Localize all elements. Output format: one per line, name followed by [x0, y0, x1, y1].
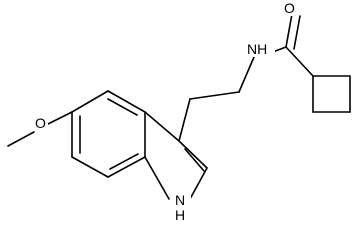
oxygen-methoxy-label: O: [35, 115, 46, 131]
bond-carbonyl-1: [285, 13, 293, 48]
bond-benzene-6: [71, 90, 109, 113]
bond-pyrrole-1: [144, 111, 180, 142]
bond-chain-2: [189, 91, 240, 100]
indole-nitrogen-label: N: [175, 192, 185, 208]
bond-benzene-2: [71, 156, 109, 178]
oxygen-methoxy-label-background: [34, 113, 48, 131]
oxygen-carbonyl-label: O: [284, 0, 295, 16]
bond-pyrrole-4: [144, 156, 170, 200]
bond-benzene-inner-3: [107, 98, 138, 116]
molecule-diagram: O O NH N H: [7, 0, 351, 224]
bond-pyrrole-3: [189, 167, 208, 200]
amide-nitrogen-label-background: [245, 38, 275, 57]
bond-amide-to-cyclobutane: [285, 46, 314, 77]
bond-methyl-oxygen: [7, 131, 35, 147]
indole-hydrogen-label: H: [175, 207, 185, 223]
bond-carbonyl-2: [293, 15, 301, 50]
bond-pyrrole-inner: [184, 148, 205, 172]
bond-chain-3: [238, 56, 255, 93]
bond-oxygen-ring: [47, 111, 73, 125]
bond-chain-1: [178, 98, 191, 142]
bond-benzene-5: [107, 90, 146, 113]
chemical-structure-canvas: O O NH N H: [7, 0, 351, 224]
bond-benzene-3: [107, 156, 146, 178]
amide-nitrogen-label: NH: [247, 41, 267, 57]
bond-pyrrole-2: [178, 140, 208, 169]
oxygen-carbonyl-label-background: [282, 0, 297, 16]
indole-nitrogen-label-background: [170, 190, 191, 224]
bond-benzene-inner-2: [109, 153, 139, 170]
